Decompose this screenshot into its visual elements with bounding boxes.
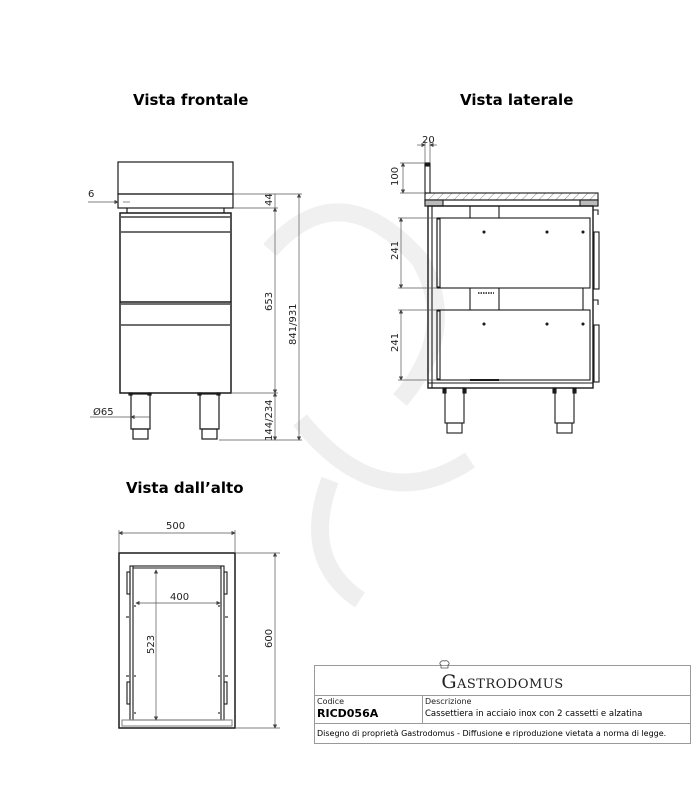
brand-logo: GASTRODOMUS: [439, 660, 564, 693]
dim-width: 500: [166, 521, 185, 532]
top-view-dimensions: [118, 530, 280, 729]
dim-overhang: 6: [88, 189, 94, 200]
code-value: RICD056A: [317, 707, 379, 720]
dim-drawer-depth: 523: [146, 635, 157, 654]
dim-drawer-width: 400: [170, 592, 189, 603]
side-view-drawing: [424, 162, 600, 434]
brand-initial: G: [441, 671, 457, 693]
dim-leg-height: 144/234: [264, 399, 275, 441]
side-view-title: Vista laterale: [460, 91, 574, 109]
dim-upstand-height: 100: [390, 167, 401, 186]
chef-hat-icon: [439, 660, 450, 669]
brand-logo-row: GASTRODOMUS: [315, 660, 690, 696]
dim-leg-diameter: Ø65: [93, 406, 114, 418]
dim-upstand-thickness: 20: [422, 135, 435, 146]
dim-depth: 600: [264, 629, 275, 648]
front-view-drawing: [117, 161, 234, 440]
front-view-title: Vista frontale: [133, 91, 249, 109]
dim-top-thickness: 44: [264, 193, 275, 206]
dim-body-height: 653: [264, 292, 275, 311]
front-view-dimensions: [88, 193, 302, 441]
info-row: Codice RICD056A Descrizione Cassettiera …: [315, 696, 690, 724]
dim-total-height: 841/931: [288, 303, 299, 345]
copyright-note: Disegno di proprietà Gastrodomus - Diffu…: [317, 729, 667, 738]
dim-drawer-top-height: 241: [390, 241, 401, 260]
top-view-drawing: [118, 552, 236, 729]
code-label: Codice: [317, 697, 345, 706]
side-view-dimensions: [398, 140, 437, 381]
description-cell: Descrizione Cassettiera in acciaio inox …: [423, 696, 690, 723]
dim-drawer-bottom-height: 241: [390, 333, 401, 352]
top-view-title: Vista dall’alto: [126, 479, 244, 497]
description-value: Cassettiera in acciaio inox con 2 casset…: [425, 709, 643, 719]
description-label: Descrizione: [425, 697, 472, 706]
watermark: [263, 203, 475, 608]
brand-name: ASTRODOMUS: [457, 677, 564, 692]
code-cell: Codice RICD056A: [315, 696, 423, 723]
title-block: GASTRODOMUS Codice RICD056A Descrizione …: [314, 660, 691, 744]
